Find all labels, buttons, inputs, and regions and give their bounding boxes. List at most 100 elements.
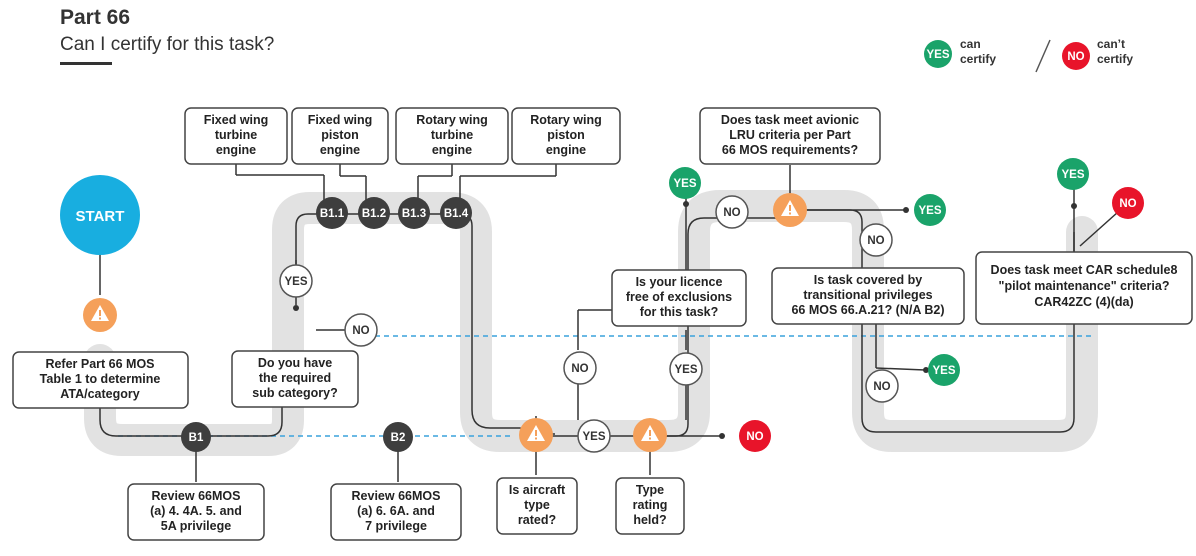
svg-text:the required: the required bbox=[259, 371, 331, 385]
svg-text:for this task?: for this task? bbox=[640, 305, 719, 319]
legend-no-circle bbox=[1062, 42, 1090, 70]
svg-text:Rotary wing: Rotary wing bbox=[416, 113, 488, 127]
svg-text:YES: YES bbox=[918, 205, 941, 217]
box-licence-exclusions[interactable]: Is your licence free of exclusions for t… bbox=[611, 269, 747, 327]
svg-text:Does task meet CAR schedule8: Does task meet CAR schedule8 bbox=[991, 263, 1178, 277]
answer-yes-subcategory: YES bbox=[279, 264, 313, 298]
box-review-b2[interactable]: Review 66MOS (a) 6. 6A. and 7 privilege bbox=[330, 483, 462, 541]
warning-node-rating-held bbox=[633, 418, 667, 452]
engine-box-rotary-wing-turbine[interactable]: Rotary wing turbine engine bbox=[395, 107, 509, 165]
svg-text:engine: engine bbox=[432, 143, 472, 157]
svg-text:rated?: rated? bbox=[518, 513, 556, 527]
box-avionic-lru[interactable]: Does task meet avionic LRU criteria per … bbox=[699, 107, 881, 165]
svg-text:YES: YES bbox=[674, 364, 697, 376]
svg-text:engine: engine bbox=[216, 143, 256, 157]
legend-no-label: NO bbox=[1067, 51, 1084, 63]
subtitle-underline bbox=[60, 62, 112, 65]
outcome-yes-licence: YES bbox=[669, 167, 701, 199]
page-title: Part 66 bbox=[60, 6, 131, 29]
svg-text:Fixed wing: Fixed wing bbox=[204, 113, 269, 127]
box-transitional-privileges[interactable]: Is task covered by transitional privileg… bbox=[771, 267, 965, 325]
warning-node-type-rated bbox=[519, 418, 553, 452]
answer-no-licence: NO bbox=[715, 195, 749, 229]
box-type-rating-held[interactable]: Type rating held? bbox=[615, 477, 685, 535]
warning-node-refer bbox=[83, 298, 117, 332]
svg-text:sub category?: sub category? bbox=[252, 386, 337, 400]
svg-text:7 privilege: 7 privilege bbox=[365, 519, 427, 533]
svg-text:held?: held? bbox=[633, 513, 666, 527]
svg-text:YES: YES bbox=[673, 178, 696, 190]
engine-box-fixed-wing-piston[interactable]: Fixed wing piston engine bbox=[291, 107, 389, 165]
legend: YES can certify NO can’t certify bbox=[924, 37, 1133, 73]
category-b11-label: B1.1 bbox=[320, 208, 345, 220]
svg-text:YES: YES bbox=[1061, 169, 1084, 181]
box-review-b1[interactable]: Review 66MOS (a) 4. 4A. 5. and 5A privil… bbox=[127, 483, 265, 541]
answer-no-subcategory: NO bbox=[344, 313, 378, 347]
svg-text:66 MOS requirements?: 66 MOS requirements? bbox=[722, 143, 858, 157]
category-b11-node[interactable] bbox=[316, 197, 348, 229]
svg-text:piston: piston bbox=[547, 128, 585, 142]
svg-text:Is aircraft: Is aircraft bbox=[509, 483, 566, 497]
answer-no-type-rated: NO bbox=[563, 351, 597, 385]
answer-no-avionic: NO bbox=[859, 223, 893, 257]
category-b13-label: B1.3 bbox=[402, 208, 426, 220]
legend-yes-text-line1: can bbox=[960, 37, 981, 51]
svg-text:free of exclusions: free of exclusions bbox=[626, 290, 732, 304]
svg-text:5A privilege: 5A privilege bbox=[161, 519, 231, 533]
category-b1-node[interactable] bbox=[181, 422, 211, 452]
svg-text:Review 66MOS: Review 66MOS bbox=[152, 489, 241, 503]
category-b14-node[interactable] bbox=[440, 197, 472, 229]
answer-yes-type-rated: YES bbox=[577, 419, 611, 453]
answer-no-transitional: NO bbox=[865, 369, 899, 403]
category-b2-label: B2 bbox=[391, 432, 406, 444]
engine-box-rotary-wing-piston[interactable]: Rotary wing piston engine bbox=[511, 107, 621, 165]
start-label: START bbox=[76, 208, 125, 225]
svg-text:Review 66MOS: Review 66MOS bbox=[352, 489, 441, 503]
category-b1-label: B1 bbox=[189, 432, 204, 444]
svg-text:ATA/category: ATA/category bbox=[60, 387, 139, 401]
svg-text:turbine: turbine bbox=[431, 128, 473, 142]
page-subtitle: Can I certify for this task? bbox=[60, 34, 275, 55]
legend-no-text-line2: certify bbox=[1097, 52, 1133, 66]
svg-text:type: type bbox=[524, 498, 550, 512]
start-node[interactable] bbox=[60, 175, 140, 255]
svg-text:Refer Part 66 MOS: Refer Part 66 MOS bbox=[45, 357, 154, 371]
svg-text:piston: piston bbox=[321, 128, 359, 142]
box-subcategory-question[interactable]: Do you have the required sub category? bbox=[231, 350, 359, 408]
engine-box-fixed-wing-turbine[interactable]: Fixed wing turbine engine bbox=[184, 107, 288, 165]
svg-text:Table 1 to determine: Table 1 to determine bbox=[40, 372, 161, 386]
svg-text:turbine: turbine bbox=[215, 128, 257, 142]
svg-text:Type: Type bbox=[636, 483, 664, 497]
svg-text:NO: NO bbox=[873, 381, 890, 393]
svg-text:Is task covered by: Is task covered by bbox=[814, 273, 922, 287]
svg-text:NO: NO bbox=[352, 325, 369, 337]
category-b13-node[interactable] bbox=[398, 197, 430, 229]
svg-text:NO: NO bbox=[867, 235, 884, 247]
box-aircraft-type-rated[interactable]: Is aircraft type rated? bbox=[496, 477, 578, 535]
svg-text:LRU criteria per Part: LRU criteria per Part bbox=[729, 128, 851, 142]
box-refer-part66[interactable]: Refer Part 66 MOS Table 1 to determine A… bbox=[12, 351, 189, 409]
svg-text:Does task meet avionic: Does task meet avionic bbox=[721, 113, 859, 127]
svg-text:engine: engine bbox=[320, 143, 360, 157]
category-b2-node[interactable] bbox=[383, 422, 413, 452]
answer-yes-rating-held: YES bbox=[669, 352, 703, 386]
svg-text:NO: NO bbox=[746, 431, 763, 443]
box-car-schedule8[interactable]: Does task meet CAR schedule8 "pilot main… bbox=[975, 251, 1193, 325]
svg-text:NO: NO bbox=[723, 207, 740, 219]
legend-yes-text-line2: certify bbox=[960, 52, 996, 66]
outcome-no-rating-held: NO bbox=[739, 420, 771, 452]
svg-text:transitional privileges: transitional privileges bbox=[803, 288, 932, 302]
outcome-yes-avionic: YES bbox=[914, 194, 946, 226]
svg-text:YES: YES bbox=[284, 276, 307, 288]
svg-text:NO: NO bbox=[571, 363, 588, 375]
svg-text:CAR42ZC (4)(da): CAR42ZC (4)(da) bbox=[1034, 295, 1133, 309]
svg-text:rating: rating bbox=[633, 498, 668, 512]
category-b12-label: B1.2 bbox=[362, 208, 386, 220]
legend-divider bbox=[1035, 39, 1051, 73]
svg-text:Rotary wing: Rotary wing bbox=[530, 113, 602, 127]
svg-text:YES: YES bbox=[582, 431, 605, 443]
category-b12-node[interactable] bbox=[358, 197, 390, 229]
svg-text:"pilot maintenance" criteria?: "pilot maintenance" criteria? bbox=[999, 279, 1170, 293]
outcome-no-car: NO bbox=[1112, 187, 1144, 219]
